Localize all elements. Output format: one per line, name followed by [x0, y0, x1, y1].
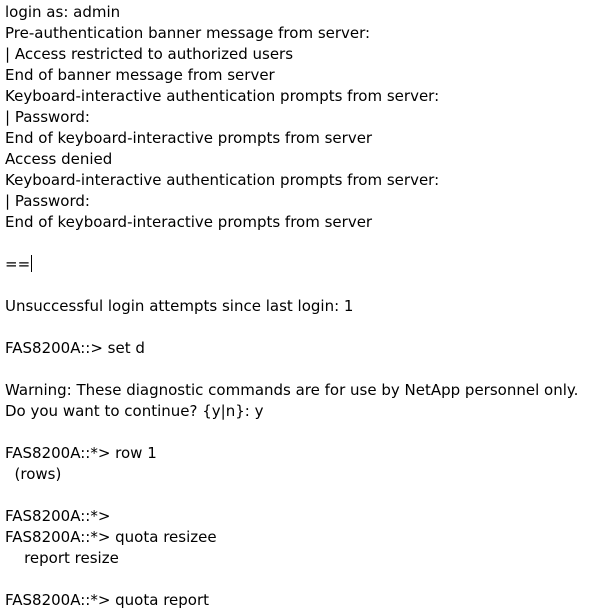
terminal-line: FAS8200A::*> — [5, 507, 111, 525]
terminal-line — [5, 569, 605, 590]
terminal-line: login as: admin — [5, 3, 121, 21]
terminal-line: End of keyboard-interactive prompts from… — [5, 213, 373, 231]
terminal-line: End of keyboard-interactive prompts from… — [5, 129, 373, 147]
terminal-line: Warning: These diagnostic commands are f… — [5, 381, 579, 399]
terminal-line: Keyboard-interactive authentication prom… — [5, 171, 440, 189]
terminal-line — [5, 359, 605, 380]
terminal-line: FAS8200A::*> quota resizee — [5, 528, 217, 546]
terminal-line — [5, 485, 605, 506]
terminal-line: FAS8200A::*> row 1 — [5, 444, 157, 462]
terminal-line-cursor[interactable]: == — [5, 254, 605, 275]
terminal-line: | Password: — [5, 108, 90, 126]
terminal-line — [5, 317, 605, 338]
terminal-line-text: == — [5, 255, 31, 273]
terminal-line: (rows) — [5, 465, 62, 483]
terminal-line: Keyboard-interactive authentication prom… — [5, 87, 440, 105]
terminal-line: | Password: — [5, 192, 90, 210]
terminal-line — [5, 233, 605, 254]
terminal-line: Access denied — [5, 150, 113, 168]
terminal-line: FAS8200A::> set d — [5, 339, 145, 357]
text-cursor — [31, 255, 33, 272]
terminal-line: FAS8200A::*> quota report — [5, 591, 210, 609]
terminal-line — [5, 422, 605, 443]
terminal-line: End of banner message from server — [5, 66, 275, 84]
terminal-line: report resize — [5, 549, 119, 567]
terminal-output: login as: admin Pre-authentication banne… — [5, 2, 605, 611]
terminal-line: Pre-authentication banner message from s… — [5, 24, 371, 42]
terminal-line: Do you want to continue? {y|n}: y — [5, 402, 264, 420]
terminal-line — [5, 275, 605, 296]
terminal-line: | Access restricted to authorized users — [5, 45, 294, 63]
terminal-line: Unsuccessful login attempts since last l… — [5, 297, 354, 315]
